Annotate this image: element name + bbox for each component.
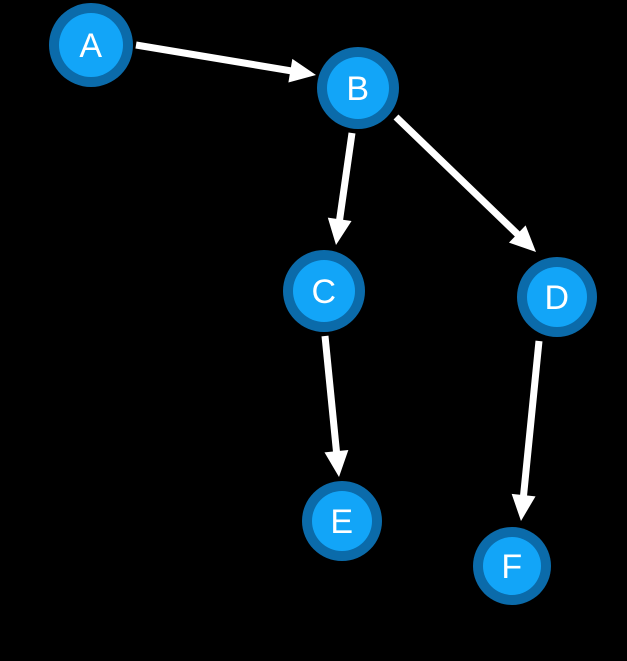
graph-node-a[interactable]: A — [49, 3, 133, 87]
edge-shaft — [321, 335, 341, 458]
node-fill — [483, 537, 541, 595]
arrowhead-icon — [508, 225, 536, 252]
node-label: A — [79, 27, 102, 65]
node-fill — [327, 57, 389, 119]
node-label: B — [346, 70, 369, 108]
arrowhead-icon — [511, 493, 536, 521]
edges-layer — [135, 41, 543, 521]
graph-node-b[interactable]: B — [317, 47, 399, 129]
node-fill — [293, 260, 355, 322]
node-fill — [59, 13, 123, 77]
nodes-layer: A B C D E F — [49, 3, 597, 605]
edge-shaft — [393, 114, 524, 241]
arrowhead-icon — [327, 217, 352, 245]
graph-node-c[interactable]: C — [283, 250, 365, 332]
arrowhead-icon — [324, 449, 349, 477]
graph-edge-d-f — [511, 340, 543, 521]
edge-shaft — [335, 132, 356, 226]
graph-edge-a-b — [135, 41, 316, 83]
node-label: E — [330, 503, 353, 541]
arrowhead-icon — [288, 58, 316, 83]
graph-node-e[interactable]: E — [302, 481, 382, 561]
node-fill — [527, 267, 587, 327]
node-fill — [312, 491, 372, 551]
graph-edge-c-e — [321, 335, 349, 477]
graph-edge-b-d — [393, 114, 536, 252]
graph-node-d[interactable]: D — [517, 257, 597, 337]
edge-shaft — [135, 41, 297, 76]
node-label: D — [544, 279, 569, 317]
graph-node-f[interactable]: F — [473, 527, 551, 605]
edge-shaft — [519, 340, 543, 502]
node-label: C — [311, 273, 336, 311]
graph-edge-b-c — [327, 132, 356, 245]
node-label: F — [501, 548, 522, 586]
